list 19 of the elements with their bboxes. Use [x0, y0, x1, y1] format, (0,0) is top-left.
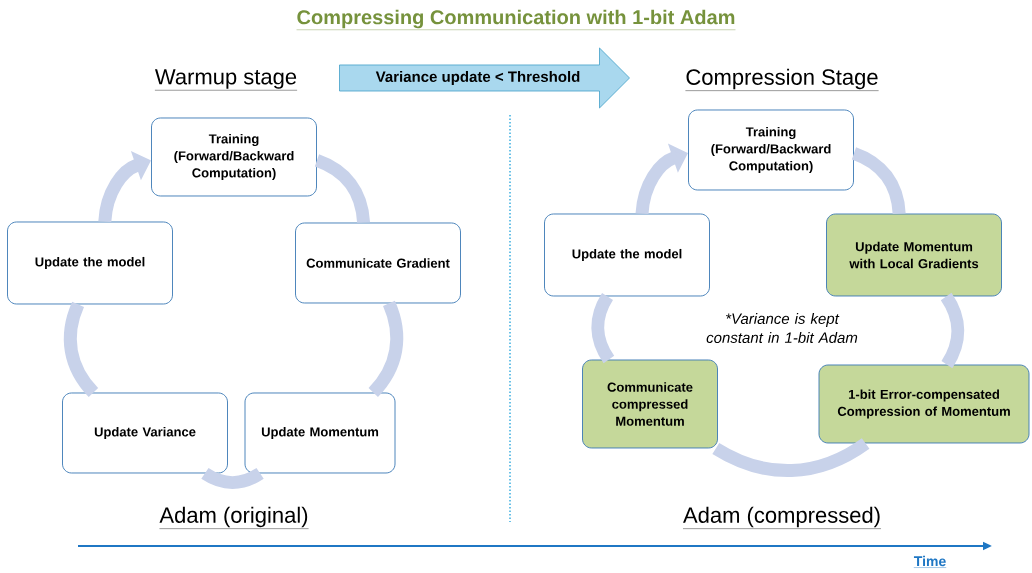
cycle-arrow: [98, 150, 151, 223]
stage-heading: Compression Stage: [685, 68, 879, 91]
process-box: Communicate Gradient: [295, 222, 461, 304]
process-box: 1-bit Error-compensated Compression of Momentum: [818, 364, 1030, 444]
process-box: Update the model: [544, 213, 710, 297]
process-box: Training (Forward/Backward Computation): [688, 109, 854, 191]
note: *Variance is kept constant in 1-bit Adam: [706, 313, 858, 343]
title: Compressing Communication with 1-bit Adam: [296, 9, 736, 30]
axis-label: Time: [913, 555, 947, 568]
process-box: Update Momentum with Local Gradients: [826, 213, 1002, 297]
process-box: Update Momentum: [244, 392, 396, 474]
algorithm-caption: Adam (compressed): [682, 506, 882, 529]
stage-heading: Warmup stage: [154, 69, 298, 91]
process-box: Training (Forward/Backward Computation): [151, 117, 317, 197]
process-box: Update Variance: [62, 392, 228, 474]
process-box: Update the model: [7, 221, 173, 305]
cycle-arrow: [635, 143, 688, 215]
process-box: Communicate compressed Momentum: [582, 359, 718, 449]
algorithm-caption: Adam (original): [159, 506, 309, 529]
